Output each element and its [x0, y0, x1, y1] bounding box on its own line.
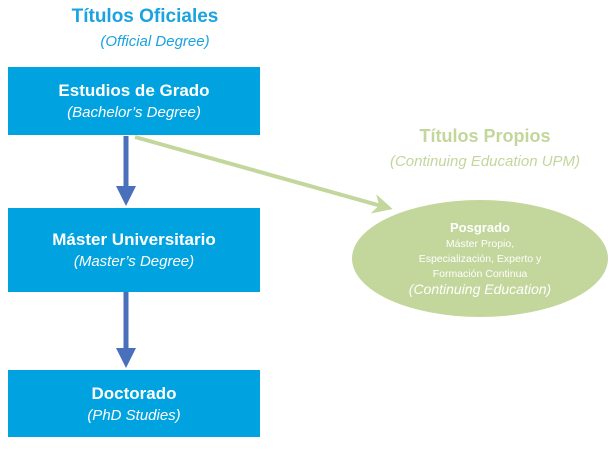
box-title: Estudios de Grado: [58, 81, 210, 100]
box-subtitle: (Master’s Degree): [73, 253, 195, 270]
own-subtitle: (Continuing Education UPM): [389, 153, 581, 170]
official-title: Títulos Oficiales: [71, 6, 219, 27]
box-master: Máster Universitario (Master’s Degree): [8, 208, 260, 292]
postgrad-subtitle: (Continuing Education): [408, 281, 552, 297]
box-bachelor: Estudios de Grado (Bachelor’s Degree): [8, 67, 260, 135]
box-title: Doctorado: [91, 383, 177, 403]
official-subtitle: (Official Degree): [100, 33, 210, 50]
postgrad-line2: Especialización, Experto y: [418, 253, 542, 265]
box-subtitle: (Bachelor’s Degree): [67, 104, 201, 121]
box-title: Máster Universitario: [52, 230, 216, 249]
postgrad-title: Posgrado: [450, 220, 510, 235]
box-phd: Doctorado (PhD Studies): [8, 370, 260, 437]
postgrad-line3: Formación Continua: [432, 268, 528, 280]
box-subtitle: (PhD Studies): [87, 406, 181, 424]
own-title: Títulos Propios: [419, 126, 551, 146]
postgrad-line1: Máster Propio,: [445, 238, 515, 250]
postgrad-ellipse: Posgrado Máster Propio, Especialización,…: [352, 200, 608, 317]
arrow-grado-to-posgrado: [134, 135, 393, 214]
